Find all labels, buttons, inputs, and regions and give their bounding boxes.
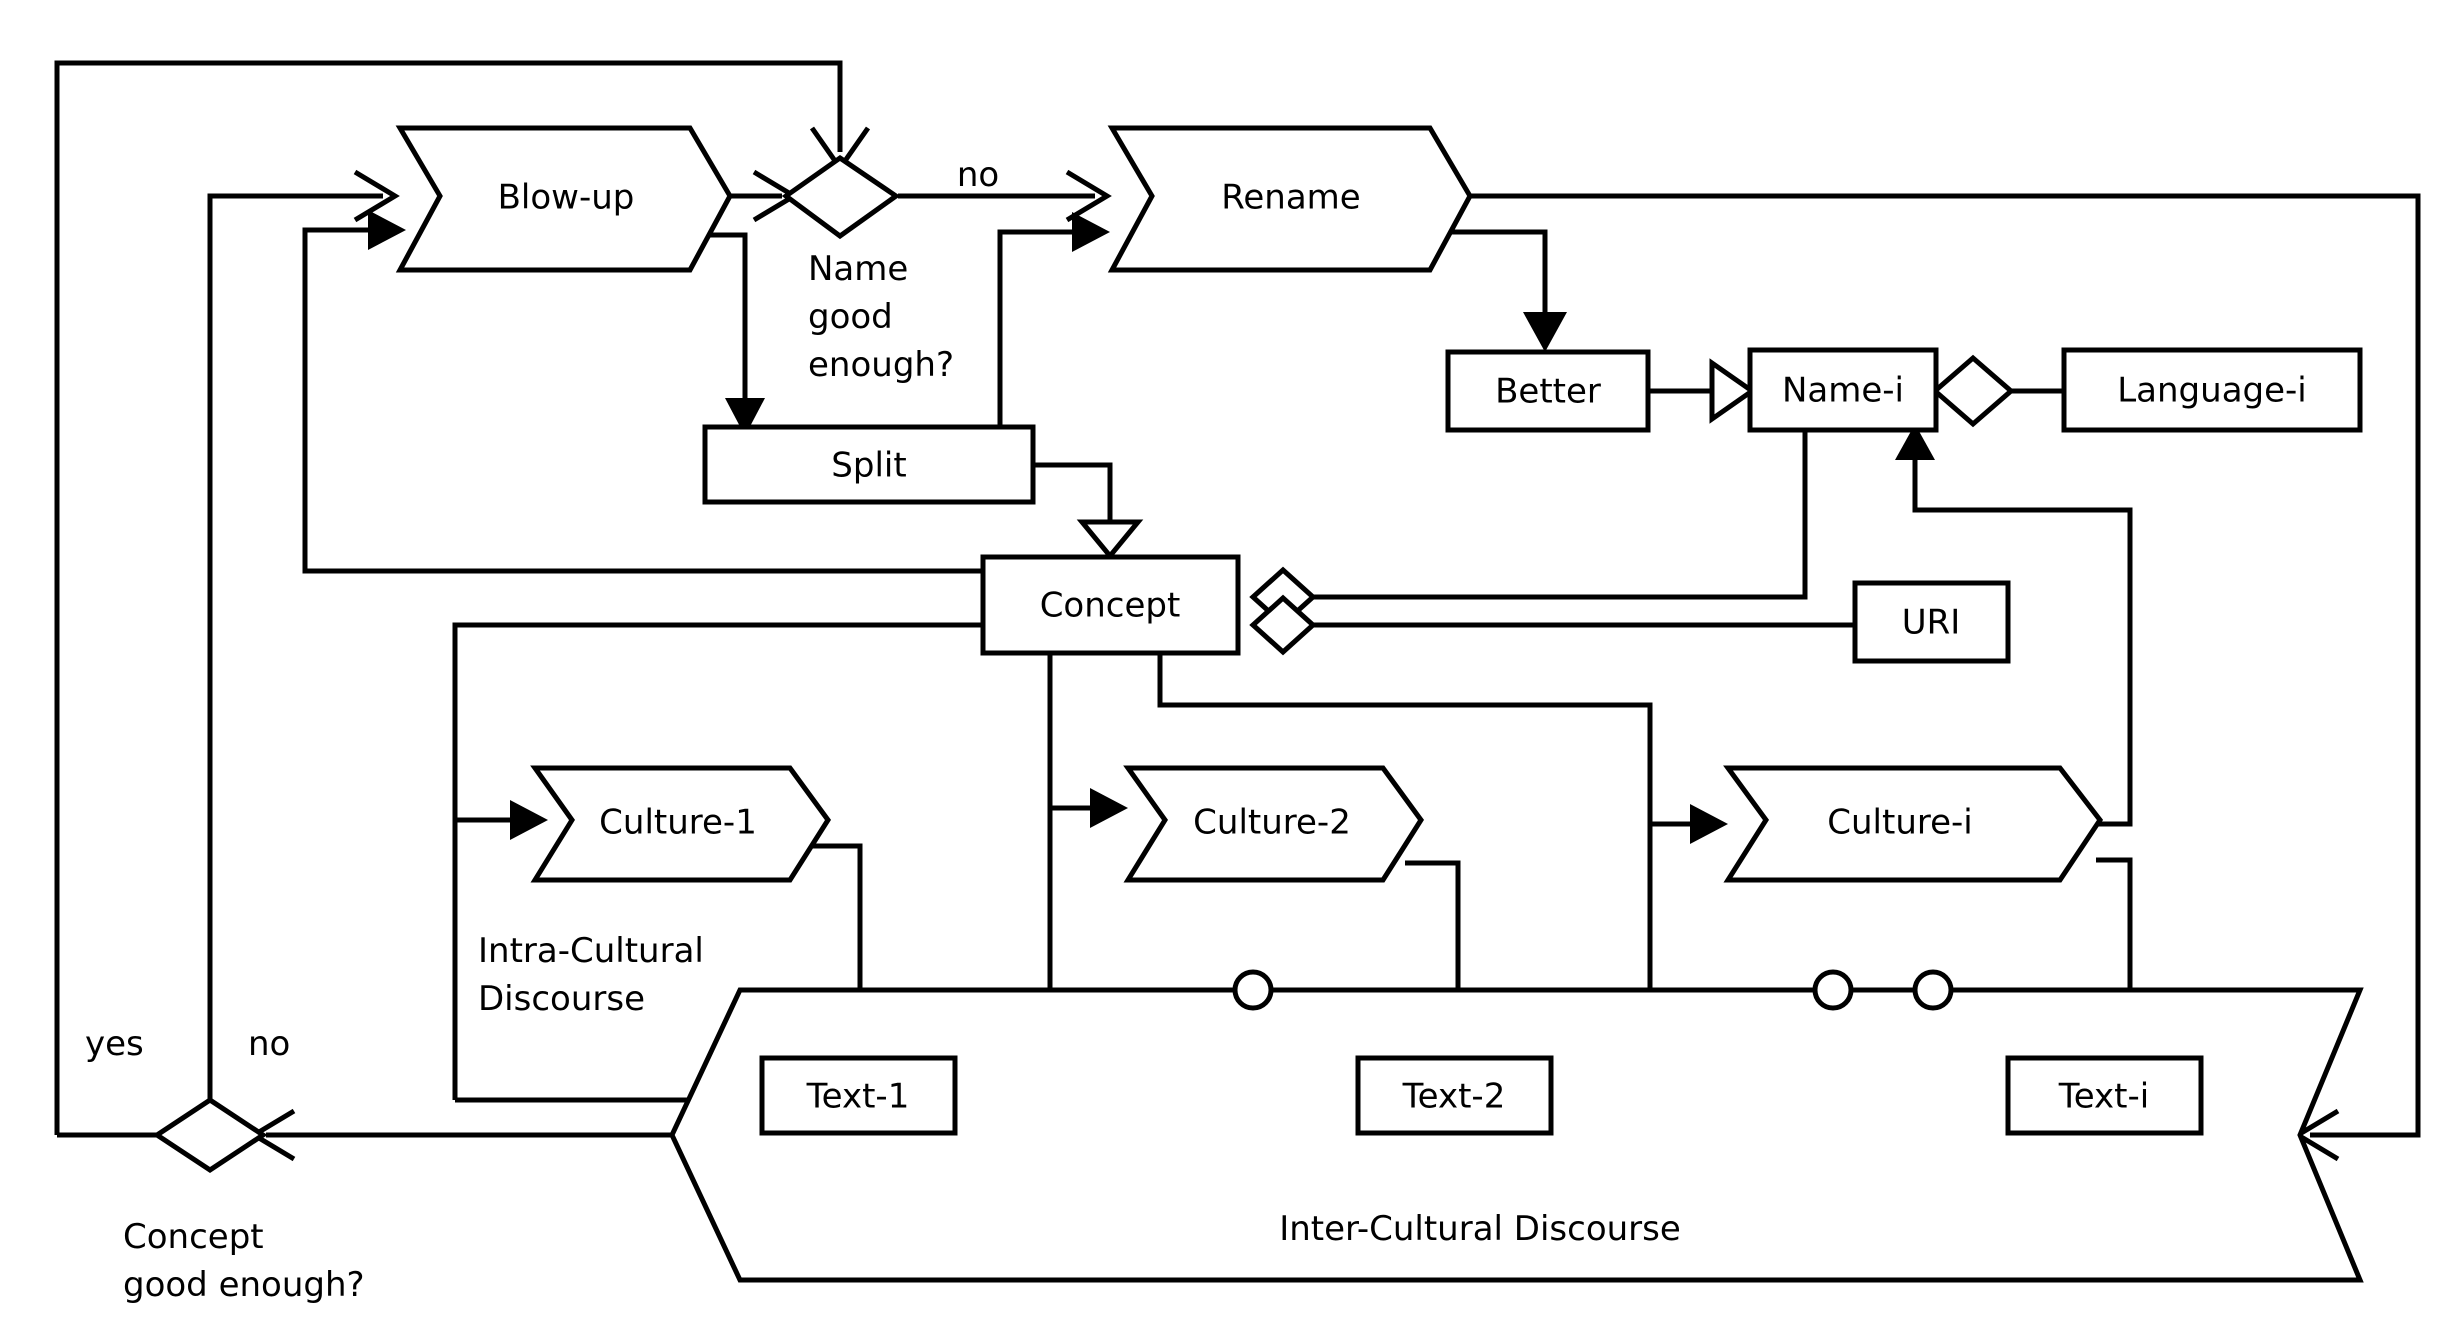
node-culture-i[interactable] (1723, 765, 2104, 883)
node-concept[interactable] (980, 554, 1241, 656)
node-name-i-label: Name-i (1782, 371, 1904, 411)
concept-decision-diamond (152, 1097, 268, 1173)
name-decision-caption-line1: Name (808, 249, 908, 289)
generalization-triangle-name-i (1709, 358, 1757, 424)
edge-rename-to-inter-cultural-banner (1430, 193, 2421, 1138)
node-circle-1 (1232, 969, 1274, 1011)
intra-cultural-label-line2: Discourse (478, 979, 645, 1019)
arrow-head-into-culture-2 (1090, 788, 1128, 828)
name-decision-caption-line2: good (808, 297, 893, 337)
edge-culture-1-to-text-1 (800, 843, 863, 1015)
node-culture-i-label: Culture-i (1827, 803, 1972, 843)
concept-decision-caption-line2: good enough? (123, 1265, 365, 1305)
edge-rename-to-better (1430, 229, 1548, 320)
node-circle-3 (1912, 969, 1954, 1011)
node-better-label: Better (1495, 372, 1601, 412)
edge-concept-to-culture-1 (452, 622, 985, 1100)
arrow-head-into-blowup-filled (368, 210, 406, 250)
edge-yes-loop-to-name-decision (54, 60, 843, 1135)
concept-decision-no-label: no (248, 1024, 290, 1064)
arrow-barb-into-rename-open (1065, 169, 1112, 223)
node-language-i[interactable] (2061, 347, 2363, 433)
edge-name-i-to-concept (1281, 428, 1808, 600)
node-text-2-label: Text-2 (1402, 1077, 1506, 1117)
node-text-1-label: Text-1 (806, 1077, 910, 1117)
edge-culture-i-to-name-i (1912, 452, 2133, 827)
node-blowup-label: Blow-up (498, 178, 635, 218)
arrow-head-into-name-i-up (1895, 424, 1935, 460)
name-decision-diamond[interactable] (781, 154, 901, 240)
node-split-label: Split (831, 446, 906, 486)
edge-concept-to-culture-i (1157, 653, 1653, 1100)
aggregation-diamond-name-i (1931, 354, 2015, 428)
edge-culture-2-to-text-2 (1405, 860, 1461, 1015)
node-rename[interactable] (1107, 125, 1473, 273)
node-uri-label: URI (1902, 603, 1961, 643)
concept-decision-caption-line1: Concept (123, 1217, 264, 1257)
node-split[interactable] (702, 424, 1036, 505)
node-concept-label: Concept (1040, 586, 1181, 626)
arrow-head-into-better (1523, 312, 1567, 352)
edge-concept-to-blowup (302, 227, 985, 574)
edge-split-to-concept (1033, 462, 1113, 520)
node-better[interactable] (1445, 349, 1651, 433)
node-culture-1-label: Culture-1 (599, 803, 757, 843)
node-text-i-label: Text-i (2058, 1077, 2149, 1117)
node-culture-2-label: Culture-2 (1193, 803, 1351, 843)
name-decision-no-label: no (957, 155, 999, 195)
concept-decision-yes-label: yes (85, 1024, 144, 1064)
edge-culture-i-to-text-i (2096, 857, 2133, 1015)
edge-blowup-to-split (690, 232, 748, 405)
node-text-i[interactable] (2005, 1055, 2204, 1136)
arrow-head-into-concept-hollow (1076, 519, 1144, 560)
name-decision-caption-line3: enough? (808, 345, 954, 385)
node-text-1[interactable] (759, 1055, 958, 1136)
node-name-i[interactable] (1747, 347, 1939, 433)
node-culture-2[interactable] (1123, 765, 1425, 883)
arrow-head-into-split (725, 398, 765, 436)
node-rename-label: Rename (1221, 178, 1360, 218)
aggregation-diamond-concept-lower (1249, 594, 1317, 656)
node-blowup[interactable] (395, 125, 733, 273)
edge-split-to-rename (997, 229, 1082, 427)
inter-cultural-label: Inter-Cultural Discourse (1279, 1209, 1681, 1249)
node-language-i-label: Language-i (2117, 371, 2307, 411)
arrow-head-into-culture-i (1690, 804, 1728, 844)
arrow-head-into-rename-filled (1072, 212, 1110, 252)
intra-cultural-label-line1: Intra-Cultural (478, 931, 704, 971)
arrow-head-into-culture-1 (510, 800, 548, 840)
node-culture-1[interactable] (530, 765, 832, 883)
edge-no-loop-to-blowup (207, 193, 383, 1100)
node-text-2[interactable] (1355, 1055, 1554, 1136)
node-uri[interactable] (1852, 580, 2011, 664)
node-circle-2 (1812, 969, 1854, 1011)
